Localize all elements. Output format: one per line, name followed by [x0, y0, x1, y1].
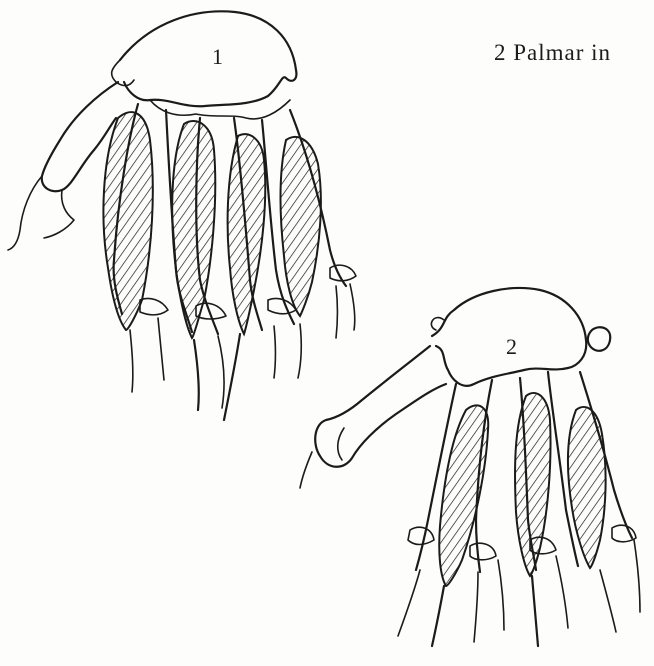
interosseous-muscle-1b — [172, 121, 215, 338]
hand-illustration-2 — [300, 288, 640, 646]
interosseous-muscle-1c — [228, 134, 266, 334]
carpal-bones-1 — [120, 11, 296, 106]
hand-illustration-1 — [8, 11, 356, 420]
interosseous-muscle-2b — [515, 393, 551, 576]
panel-label-2: 2 — [506, 334, 518, 360]
interosseous-muscle-1a — [103, 112, 152, 330]
panel-label-1: 1 — [212, 44, 224, 70]
interosseous-muscle-1d — [281, 137, 321, 316]
thumb-2 — [315, 346, 446, 467]
pisiform-bone — [588, 327, 610, 351]
